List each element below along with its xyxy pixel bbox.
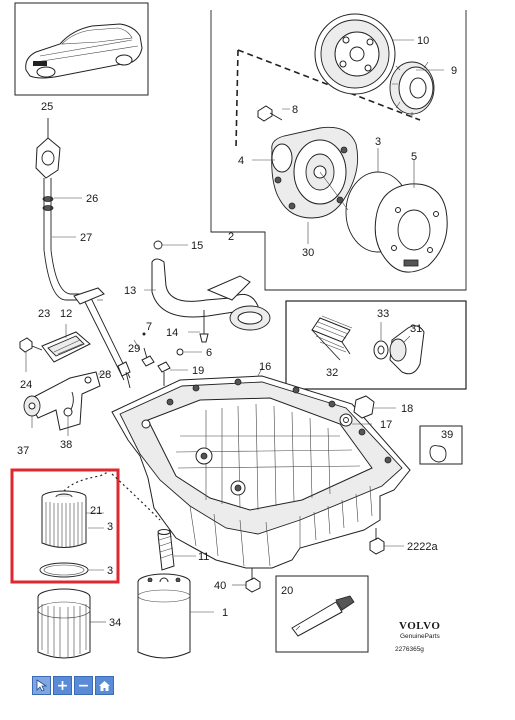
oil-filter-cartridge bbox=[39, 469, 113, 578]
callout-24: 24 bbox=[20, 379, 32, 391]
spin-on-filter-1 bbox=[137, 573, 214, 659]
volvo-brand: VOLVO GenuineParts 2276365g bbox=[395, 620, 440, 653]
callout-12: 12 bbox=[60, 308, 72, 320]
bolt-29 bbox=[141, 347, 155, 367]
drain-plug-18 bbox=[339, 395, 396, 427]
zoom-out-icon: − bbox=[77, 677, 90, 694]
callout-16: 16 bbox=[259, 361, 271, 373]
bolt-22 bbox=[369, 528, 404, 555]
callout-39: 39 bbox=[441, 429, 453, 441]
cursor-button[interactable] bbox=[32, 676, 51, 695]
cursor-icon bbox=[36, 679, 47, 692]
zoom-out-button[interactable]: − bbox=[74, 676, 93, 695]
filter-housing-34 bbox=[37, 588, 106, 659]
relief-valve-group bbox=[285, 300, 467, 390]
callout-27: 27 bbox=[80, 232, 92, 244]
callout-32: 32 bbox=[326, 367, 338, 379]
bracket-group bbox=[19, 324, 155, 436]
cover-plate-5 bbox=[374, 183, 448, 273]
zoom-in-icon: + bbox=[56, 677, 69, 694]
sealant-tube-20 bbox=[275, 575, 369, 653]
callout-19: 19 bbox=[192, 365, 204, 377]
highlight-frame bbox=[10, 468, 120, 584]
bolt-8 bbox=[257, 105, 283, 122]
oil-pump-4 bbox=[271, 126, 359, 219]
nipple-11 bbox=[111, 473, 196, 571]
breather-12 bbox=[41, 324, 91, 363]
callouts: 10 9 8 4 3 5 2 30 25 26 27 15 13 14 23 1… bbox=[17, 35, 457, 629]
callout-3c: 3 bbox=[107, 565, 113, 577]
callout-11: 11 bbox=[198, 551, 209, 563]
sprocket-9 bbox=[389, 61, 435, 118]
callout-8: 8 bbox=[292, 104, 298, 116]
callout-21: 21 bbox=[90, 505, 102, 517]
oil-pickup-pipe-13 bbox=[144, 240, 271, 343]
seal-39-box bbox=[419, 425, 463, 465]
callout-37: 37 bbox=[17, 445, 29, 457]
home-icon bbox=[99, 680, 110, 691]
zoom-toolbar: + − bbox=[32, 676, 114, 696]
callout-2: 2 bbox=[228, 231, 234, 243]
callout-40: 40 bbox=[214, 580, 226, 592]
callout-18: 18 bbox=[401, 403, 413, 415]
callout-4: 4 bbox=[238, 155, 244, 167]
home-button[interactable] bbox=[95, 676, 114, 695]
callout-34: 34 bbox=[109, 617, 121, 629]
spring-32 bbox=[311, 315, 353, 361]
callout-20: 20 bbox=[281, 585, 293, 597]
bolt-40 bbox=[232, 568, 261, 593]
pulley-10 bbox=[314, 13, 396, 95]
car-thumbnail bbox=[14, 2, 149, 96]
timing-components-group bbox=[210, 10, 467, 291]
callout-31: 31 bbox=[410, 323, 422, 335]
callout-25: 25 bbox=[41, 101, 53, 113]
oil-sump-16 bbox=[111, 332, 411, 569]
callout-28: 28 bbox=[99, 369, 111, 381]
dipstick-assembly bbox=[35, 118, 131, 381]
bolt-24 bbox=[19, 337, 43, 372]
zoom-in-button[interactable]: + bbox=[53, 676, 72, 695]
plunger-31 bbox=[389, 325, 425, 375]
callout-17: 17 bbox=[380, 419, 392, 431]
callout-26: 26 bbox=[86, 193, 98, 205]
callout-38: 38 bbox=[60, 439, 72, 451]
brand-name: VOLVO bbox=[399, 620, 440, 632]
callout-13: 13 bbox=[124, 285, 136, 297]
callout-30: 30 bbox=[302, 247, 314, 259]
callout-14: 14 bbox=[166, 327, 178, 339]
callout-23: 23 bbox=[38, 308, 50, 320]
bracket-28 bbox=[23, 371, 101, 431]
callout-5: 5 bbox=[411, 151, 417, 163]
callout-29: 29 bbox=[128, 343, 140, 355]
callout-3b: 3 bbox=[107, 521, 113, 533]
callout-6: 6 bbox=[206, 347, 212, 359]
washer-33 bbox=[373, 340, 389, 360]
callout-15: 15 bbox=[191, 240, 203, 252]
callout-9: 9 bbox=[451, 65, 457, 77]
callout-22: 2222a bbox=[407, 541, 438, 553]
callout-7: 7 bbox=[146, 321, 152, 333]
callout-1: 1 bbox=[222, 607, 228, 619]
brand-tagline: GenuineParts bbox=[400, 633, 440, 640]
diagram-code: 2276365g bbox=[395, 646, 424, 653]
callout-33: 33 bbox=[377, 308, 389, 320]
callout-3: 3 bbox=[375, 136, 381, 148]
callout-10: 10 bbox=[417, 35, 429, 47]
